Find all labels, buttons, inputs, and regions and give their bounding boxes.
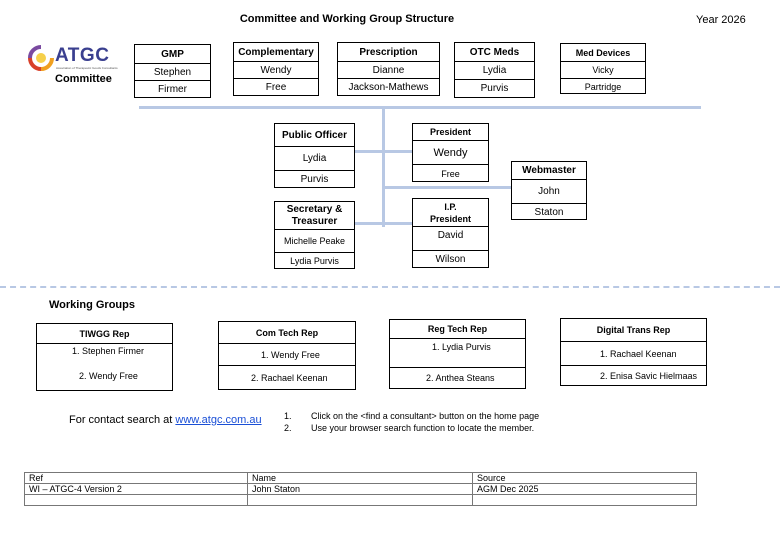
connector-vertical-trunk [382, 106, 385, 227]
committee-member-first: Stephen [135, 63, 210, 80]
committee-box-gmp: GMP Stephen Firmer [134, 44, 211, 98]
working-group-box-com-tech: Com Tech Rep 1. Wendy Free 2. Rachael Ke… [218, 321, 356, 390]
working-group-title: Digital Trans Rep [596, 325, 671, 335]
atgc-logo: ATGC Association of Therapeutic Goods Co… [28, 45, 118, 75]
officer-box-title: Secretary & Treasurer [286, 203, 343, 227]
committee-member-first: Vicky [561, 61, 645, 78]
officer-member-last: Purvis [275, 170, 354, 188]
committee-member-first: Lydia [455, 61, 534, 79]
working-group-box-tiwgg: TIWGG Rep 1. Stephen Firmer 2. Wendy Fre… [36, 323, 173, 391]
atgc-logo-icon [28, 45, 54, 71]
reference-table: Ref Name Source WI – ATGC-4 Version 2 Jo… [24, 472, 697, 506]
committee-box-complementary: Complementary Wendy Free [233, 42, 319, 96]
committee-box-title: OTC Meds [469, 46, 520, 58]
table-cell-name: John Staton [247, 483, 473, 495]
officer-box-title: Public Officer [281, 129, 347, 141]
working-group-member: 1. Rachael Keenan [561, 341, 706, 365]
working-group-member: 2. Rachael Keenan [219, 365, 355, 389]
table-header-name: Name [247, 472, 473, 484]
committee-box-title: Med Devices [575, 47, 631, 58]
table-cell-ref: WI – ATGC-4 Version 2 [24, 483, 248, 495]
website-link[interactable]: www.atgc.com.au [175, 414, 262, 426]
officer-member-first: Wendy [413, 140, 488, 164]
contact-step-text: Click on the <find a consultant> button … [311, 411, 540, 421]
contact-step-text: Use your browser search function to loca… [311, 423, 535, 433]
year-label: Year 2026 [696, 14, 746, 26]
working-group-member: 2. Anthea Steans [390, 367, 525, 388]
committee-label: Committee [55, 73, 112, 85]
contact-step-number: 2. [284, 423, 292, 433]
officer-member-last: Lydia Purvis [275, 252, 354, 269]
table-cell-source: AGM Dec 2025 [472, 483, 697, 495]
table-row [24, 494, 697, 506]
working-group-title: Com Tech Rep [255, 327, 319, 338]
connector-secretary [355, 222, 413, 225]
page-title: Committee and Working Group Structure [239, 13, 455, 25]
committee-box-title: GMP [161, 48, 184, 60]
contact-step: 2. Use your browser search function to lo… [284, 423, 534, 433]
officer-box-public-officer: Public Officer Lydia Purvis [274, 123, 355, 188]
officer-member-last: Staton [512, 203, 586, 220]
officer-box-title: Webmaster [522, 165, 576, 176]
committee-member-last: Jackson-Mathews [338, 78, 439, 95]
table-cell-empty [24, 494, 248, 506]
table-header-source: Source [472, 472, 697, 484]
officer-member-first: Lydia [275, 146, 354, 170]
officer-member-last: Free [413, 164, 488, 182]
committee-member-last: Purvis [455, 79, 534, 97]
committee-member-last: Free [234, 78, 318, 95]
logo-tagline: Association of Therapeutic Goods Consult… [56, 66, 118, 70]
officer-box-title: I.P. President [429, 201, 471, 224]
connector-public-officer [355, 150, 413, 153]
working-group-member: 1. Stephen Firmer [37, 343, 172, 362]
committee-member-first: Dianne [338, 61, 439, 78]
working-group-box-digital-trans: Digital Trans Rep 1. Rachael Keenan 2. E… [560, 318, 707, 386]
working-groups-heading: Working Groups [49, 299, 135, 311]
section-divider [0, 286, 780, 288]
working-group-member: 2. Wendy Free [79, 371, 138, 381]
committee-box-title: Complementary [238, 46, 314, 58]
officer-member-first: Michelle Peake [275, 229, 354, 252]
working-group-member: 1. Lydia Purvis [390, 338, 525, 367]
officer-member-last: Wilson [413, 250, 488, 267]
contact-step-number: 1. [284, 411, 292, 421]
committee-member-last: Partridge [561, 78, 645, 95]
committee-member-last: Firmer [135, 80, 210, 97]
logo-text: ATGC [55, 45, 110, 66]
connector-top-horizontal [139, 106, 701, 109]
officer-box-webmaster: Webmaster John Staton [511, 161, 587, 220]
officer-box-title: President [429, 127, 471, 137]
table-header-ref: Ref [24, 472, 248, 484]
committee-box-title: Prescription [359, 46, 418, 58]
contact-prefix: For contact search at [69, 414, 176, 426]
officer-member-first: David [413, 226, 488, 250]
working-group-title: TIWGG Rep [79, 328, 130, 339]
table-cell-empty [472, 494, 697, 506]
committee-box-prescription: Prescription Dianne Jackson-Mathews [337, 42, 440, 96]
connector-webmaster [383, 186, 511, 189]
officer-box-secretary-treasurer: Secretary & Treasurer Michelle Peake Lyd… [274, 201, 355, 269]
working-group-member: 1. Wendy Free [219, 343, 355, 365]
officer-box-ip-president: I.P. President David Wilson [412, 198, 489, 268]
committee-box-med-devices: Med Devices Vicky Partridge [560, 43, 646, 94]
table-row: Ref Name Source [24, 472, 697, 484]
contact-line: For contact search at www.atgc.com.au [69, 414, 262, 426]
officer-box-president: President Wendy Free [412, 123, 489, 182]
working-group-member: 2. Enisa Savic Hielmaas [561, 365, 706, 385]
officer-member-first: John [512, 179, 586, 203]
working-group-box-reg-tech: Reg Tech Rep 1. Lydia Purvis 2. Anthea S… [389, 319, 526, 389]
table-row: WI – ATGC-4 Version 2 John Staton AGM De… [24, 483, 697, 495]
committee-member-first: Wendy [234, 61, 318, 78]
committee-box-otc-meds: OTC Meds Lydia Purvis [454, 42, 535, 98]
working-group-title: Reg Tech Rep [427, 324, 488, 334]
contact-step: 1. Click on the <find a consultant> butto… [284, 411, 539, 421]
table-cell-empty [247, 494, 473, 506]
